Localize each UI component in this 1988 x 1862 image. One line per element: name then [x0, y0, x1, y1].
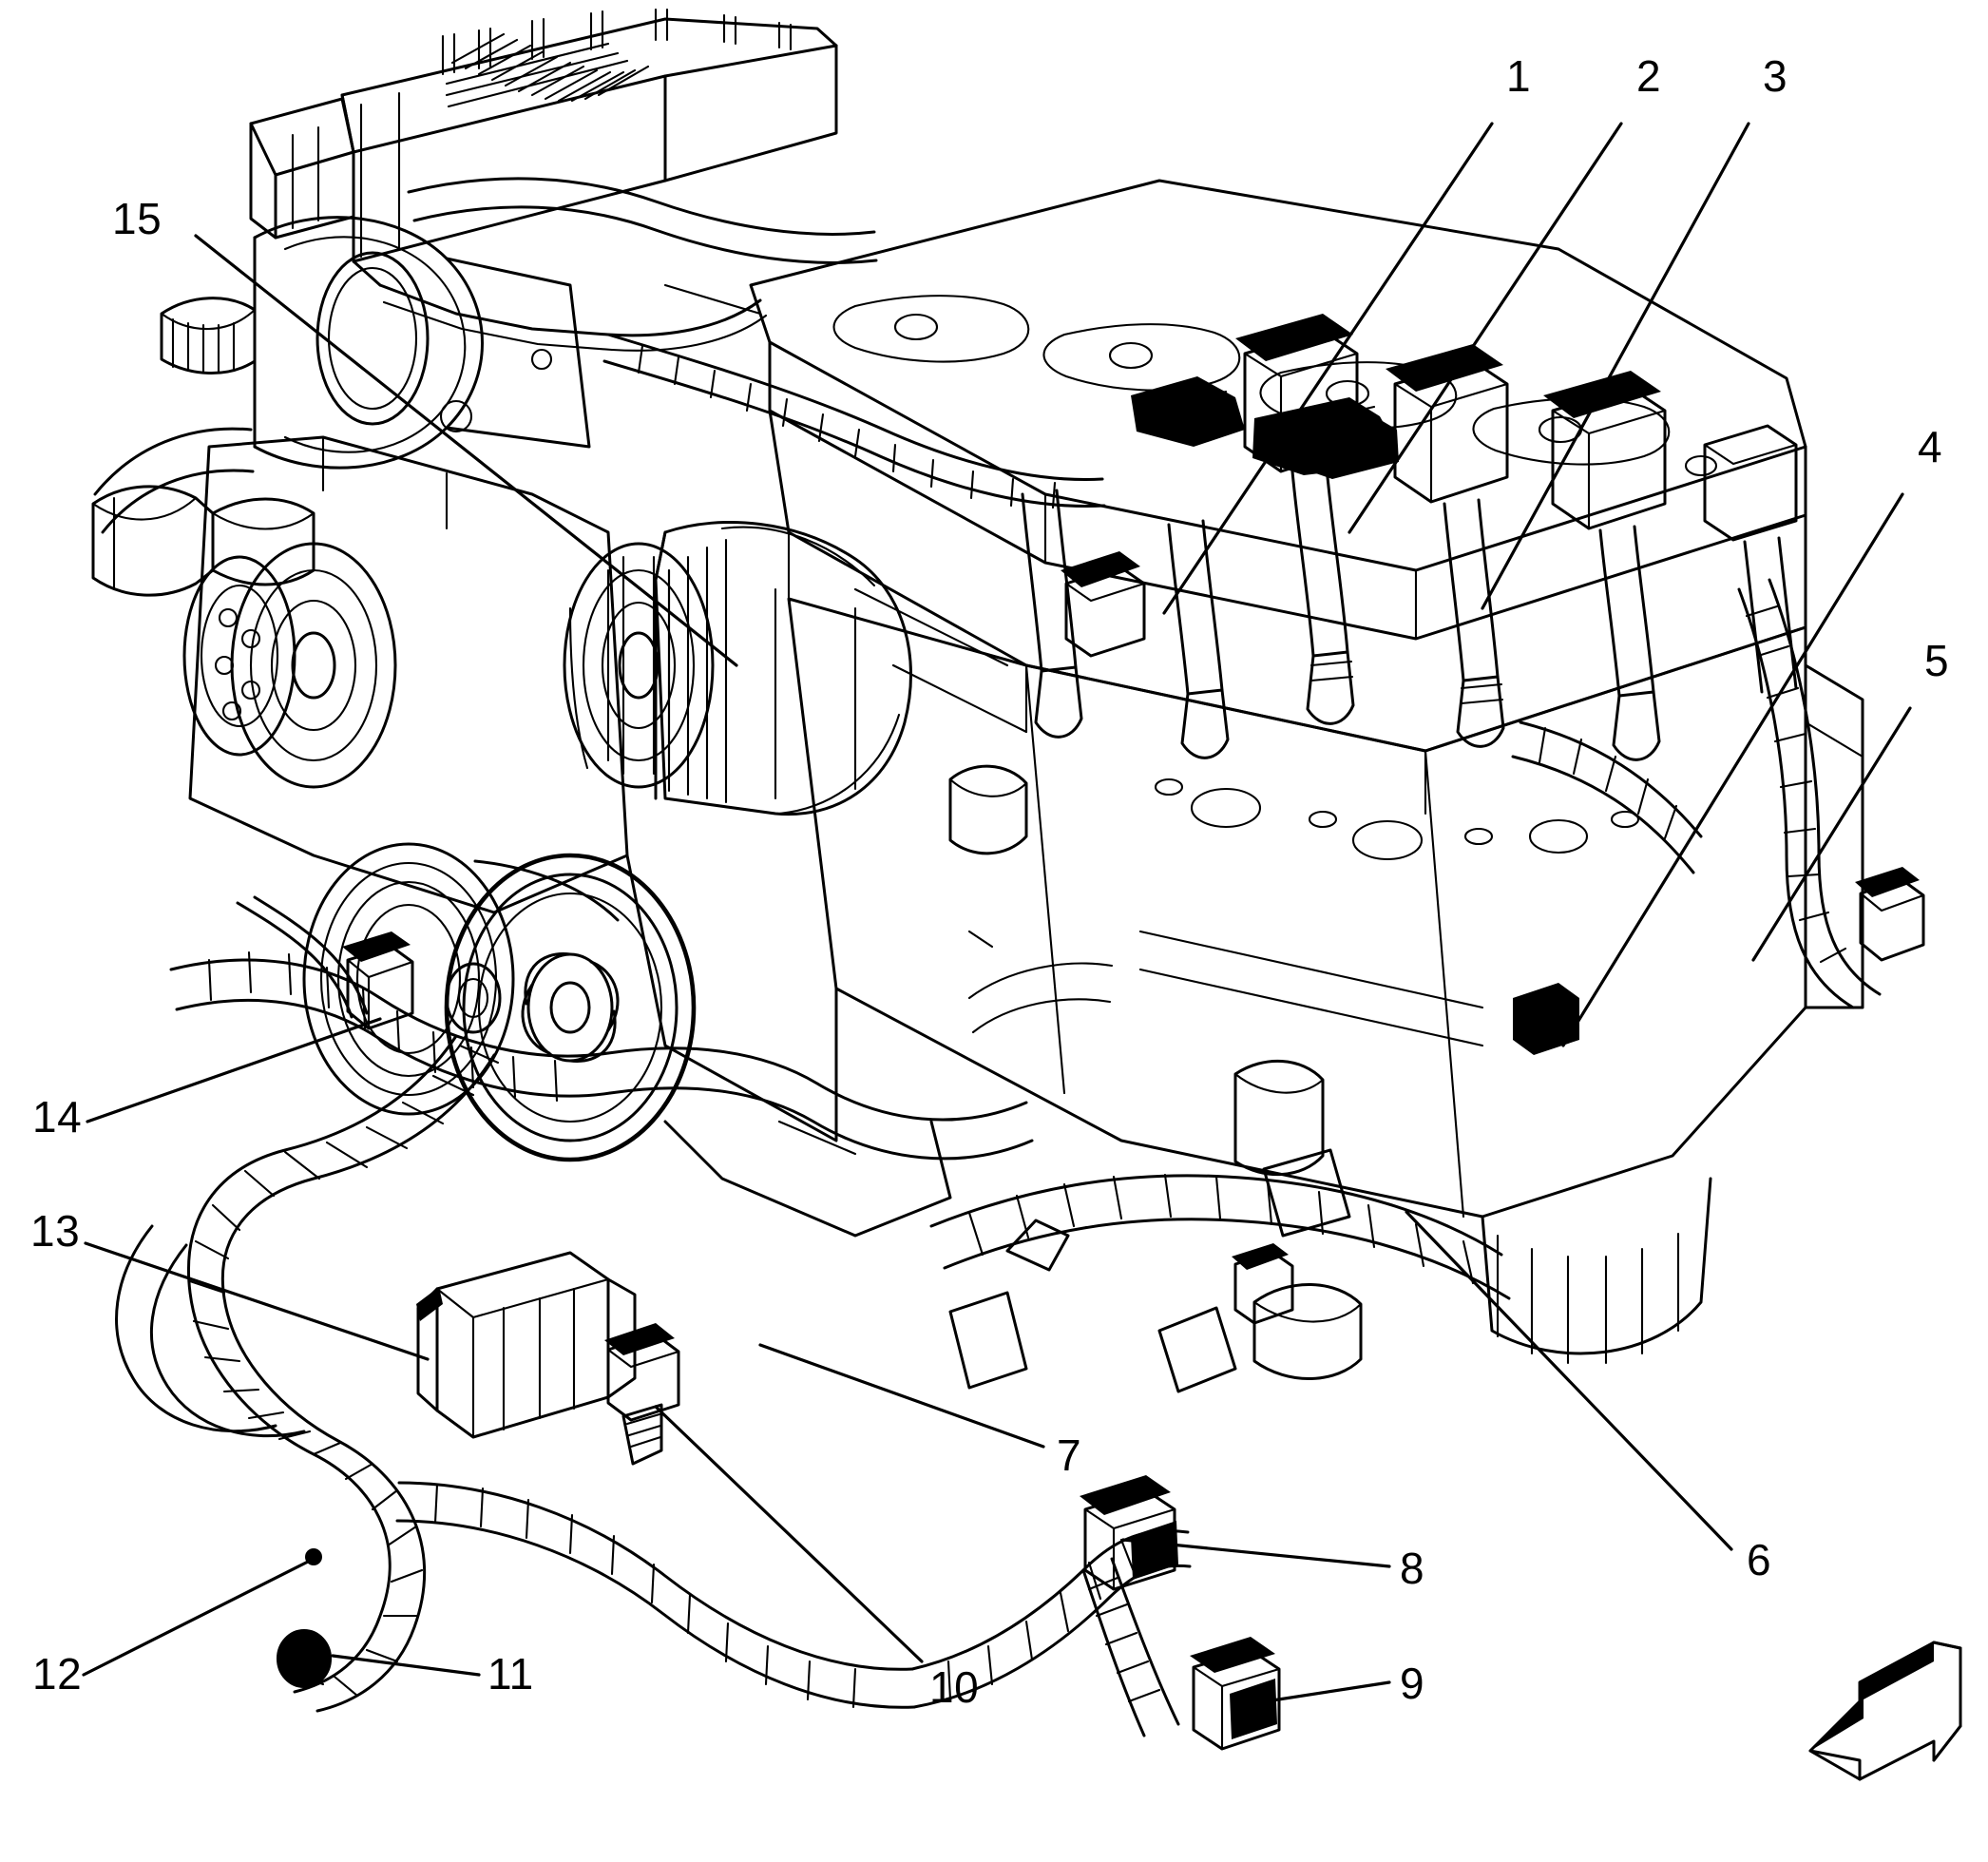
- callout-number-1: 1: [1506, 51, 1532, 101]
- spark-plug-wire-boots: [1021, 466, 1798, 761]
- callout-number-7: 7: [1057, 1430, 1082, 1480]
- callout-number-10: 10: [929, 1662, 980, 1712]
- callout-number-12: 12: [32, 1649, 83, 1699]
- direction-of-view-arrow: [1808, 1641, 1962, 1781]
- callout-number-4: 4: [1918, 422, 1943, 471]
- block-left-lower: [625, 854, 1237, 1393]
- callout-number-5: 5: [1924, 636, 1950, 685]
- callout-number-8: 8: [1400, 1544, 1425, 1593]
- engine-block-lower: [787, 597, 1864, 1380]
- callout-number-13: 13: [30, 1206, 81, 1256]
- callout-number-3: 3: [1763, 51, 1788, 101]
- callout-number-2: 2: [1636, 51, 1662, 101]
- callout-number-15: 15: [112, 194, 162, 243]
- callout-number-14: 14: [32, 1092, 83, 1142]
- callout-number-9: 9: [1400, 1659, 1425, 1708]
- callout-number-11: 11: [487, 1649, 534, 1699]
- accessory-drive-pulleys: [91, 216, 697, 1162]
- ignition-coil-pack: [1131, 314, 1798, 542]
- callout-number-6: 6: [1747, 1535, 1772, 1584]
- intake-manifold-plenum: [249, 8, 838, 352]
- wiring-harness-conduit: [93, 177, 1882, 1737]
